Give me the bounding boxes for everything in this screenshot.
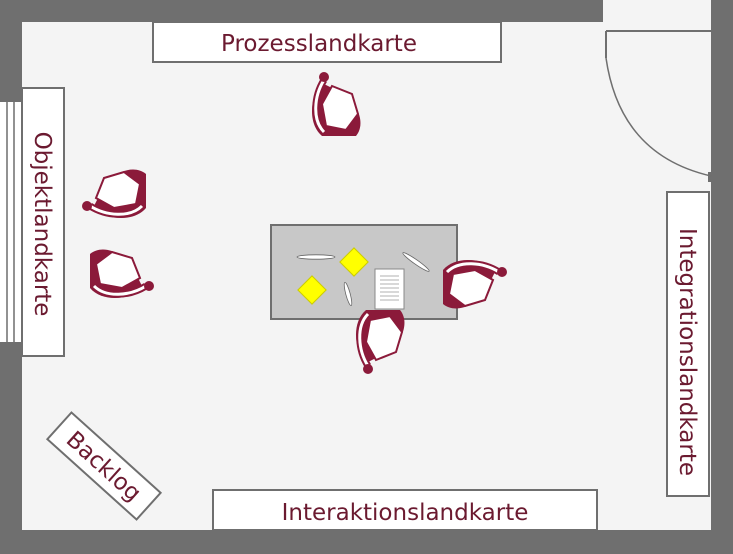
pen-icon (402, 252, 430, 272)
door-jamb (711, 0, 733, 34)
door-opening (603, 0, 711, 22)
door-jamb-lower (708, 172, 733, 182)
board-right: Integrationslandkarte (666, 191, 710, 497)
sticky-note (297, 275, 327, 305)
sticky-note (339, 247, 369, 277)
board-bottom: Interaktionslandkarte (212, 489, 598, 531)
left-window (0, 102, 22, 342)
meeting-table (270, 224, 458, 320)
board-bottom-label: Interaktionslandkarte (282, 500, 529, 526)
board-top: Prozesslandkarte (152, 21, 502, 63)
door-swing-icon (605, 30, 712, 177)
document-icon (374, 268, 405, 310)
pen-icon (296, 254, 336, 260)
pen-icon (343, 281, 353, 307)
board-right-label: Integrationslandkarte (674, 228, 700, 476)
board-top-label: Prozesslandkarte (221, 31, 417, 57)
board-left-label: Objektlandkarte (29, 132, 55, 317)
board-left: Objektlandkarte (21, 87, 65, 357)
